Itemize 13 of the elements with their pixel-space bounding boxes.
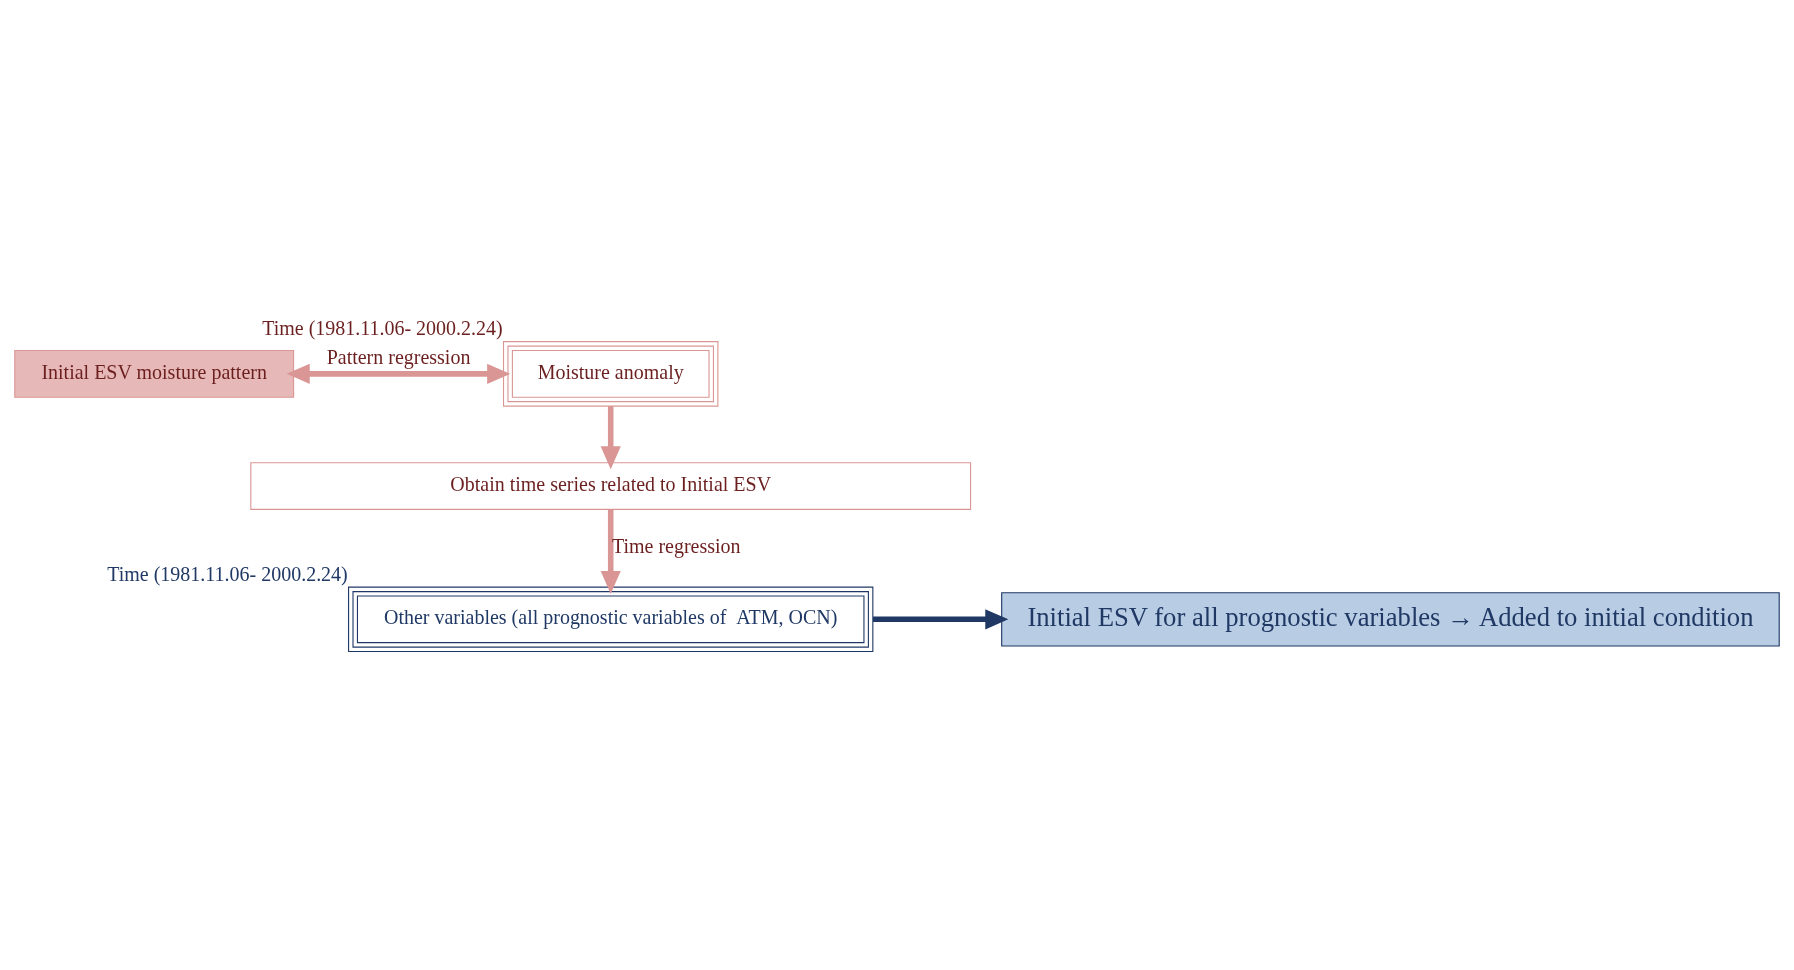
node-box: Other variables (all prognostic variables of ATM, OCN) <box>348 586 874 652</box>
edge-label: Pattern regression <box>326 345 471 368</box>
node-box: Moisture anomaly <box>502 340 719 407</box>
node-label: Time (1981.11.06- 2000.2.24) <box>262 316 503 339</box>
node-box: Initial ESV for all prognostic variables → Added to initial condition <box>1001 591 1780 647</box>
node-box: Obtain time series related to Initial ESV <box>250 461 972 510</box>
arrow <box>873 608 1009 629</box>
edge-label: Time regression <box>611 534 741 557</box>
arrow <box>286 363 511 384</box>
arrow <box>600 405 621 469</box>
node-box: Initial ESV moisture pattern <box>14 349 295 398</box>
node-label: Time (1981.11.06- 2000.2.24) <box>107 562 348 585</box>
arrow <box>600 508 621 594</box>
